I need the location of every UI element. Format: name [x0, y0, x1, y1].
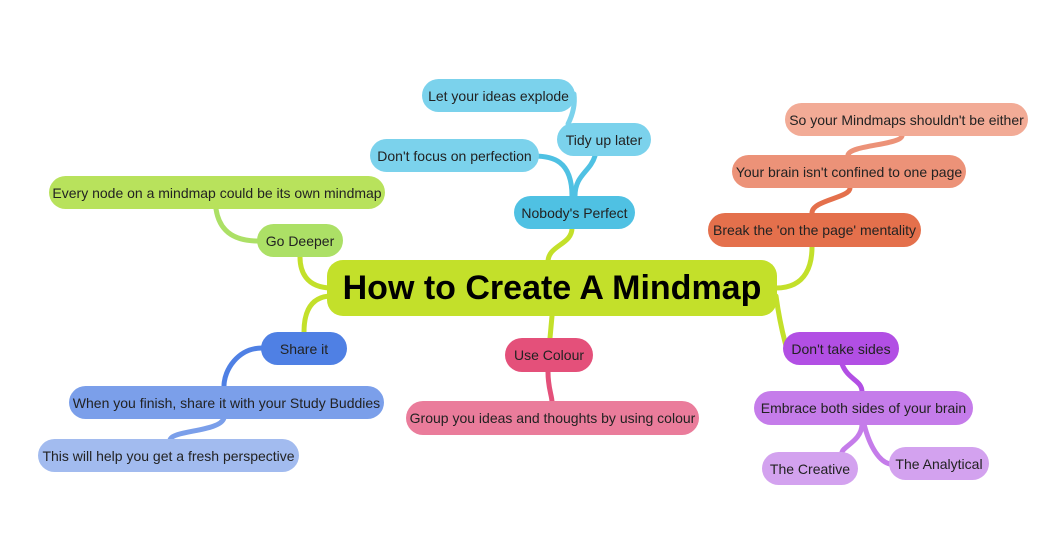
node-dont-focus-on-perfection[interactable]: Don't focus on perfection	[370, 139, 539, 172]
connector-root-use-colour	[547, 313, 555, 341]
connector-break-page-brain-not-confined	[809, 185, 853, 216]
connector-brain-not-confined-mindmaps	[845, 133, 905, 158]
root-node[interactable]: How to Create A Mindmap	[327, 260, 777, 316]
node-label: Don't take sides	[791, 340, 891, 357]
connector-root-go-deeper	[297, 254, 335, 291]
node-label: Use Colour	[513, 347, 585, 363]
node-mindmaps-shouldnt-be[interactable]: So your Mindmaps shouldn't be either	[785, 103, 1028, 136]
node-label: So your Mindmaps shouldn't be either	[789, 111, 1024, 128]
connector-root-dont-take-sides	[773, 293, 789, 349]
node-tidy-up-later[interactable]: Tidy up later	[557, 123, 651, 156]
node-let-your-ideas-explode[interactable]: Let your ideas explode	[422, 79, 575, 112]
connector-dont-take-sides-embrace	[839, 361, 865, 395]
node-label: The Analytical	[895, 455, 983, 472]
node-fresh-perspective[interactable]: This will help you get a fresh perspecti…	[38, 439, 299, 472]
connector-root-share-it	[301, 293, 335, 335]
node-share-it[interactable]: Share it	[261, 332, 347, 365]
node-label: Go Deeper	[265, 232, 335, 249]
node-label: Don't focus on perfection	[377, 147, 532, 164]
node-label: This will help you get a fresh perspecti…	[42, 447, 295, 464]
node-label: Your brain isn't confined to one page	[735, 163, 963, 180]
node-label: Embrace both sides of your brain	[760, 400, 967, 416]
connector-share-it-when-finish	[221, 345, 265, 389]
node-group-ideas[interactable]: Group you ideas and thoughts by using co…	[406, 401, 699, 435]
node-embrace-both-sides[interactable]: Embrace both sides of your brain	[754, 391, 973, 425]
connector-nobodys-perfect-tidy-up	[572, 153, 598, 199]
node-label: When you finish, share it with your Stud…	[72, 394, 381, 411]
connector-nobodys-perfect-dont-focus	[531, 153, 575, 199]
node-the-creative[interactable]: The Creative	[762, 452, 858, 485]
node-when-you-finish[interactable]: When you finish, share it with your Stud…	[69, 386, 384, 419]
node-label: Tidy up later	[565, 131, 643, 148]
node-label: Group you ideas and thoughts by using co…	[409, 410, 696, 426]
node-label: The Creative	[769, 460, 851, 477]
node-every-node[interactable]: Every node on a mindmap could be its own…	[49, 176, 385, 209]
connector-embrace-analytical	[861, 421, 893, 467]
connector-use-colour-group-ideas	[545, 369, 555, 405]
node-dont-take-sides[interactable]: Don't take sides	[783, 332, 899, 365]
node-label: Every node on a mindmap could be its own…	[52, 184, 382, 201]
connector-go-deeper-every-node	[213, 206, 261, 244]
node-label: Share it	[279, 340, 329, 357]
node-go-deeper[interactable]: Go Deeper	[257, 224, 343, 257]
connector-embrace-creative	[839, 421, 865, 455]
node-the-analytical[interactable]: The Analytical	[889, 447, 989, 480]
node-label: Let your ideas explode	[428, 87, 569, 104]
connector-when-finish-fresh-perspective	[167, 415, 227, 443]
node-label: Nobody's Perfect	[521, 204, 628, 221]
connector-root-break-page	[773, 244, 815, 291]
node-break-on-the-page[interactable]: Break the 'on the page' mentality	[708, 213, 921, 247]
node-label: Break the 'on the page' mentality	[712, 222, 917, 238]
node-use-colour[interactable]: Use Colour	[505, 338, 593, 372]
node-brain-not-confined[interactable]: Your brain isn't confined to one page	[732, 155, 966, 188]
root-label: How to Create A Mindmap	[342, 268, 762, 307]
connector-root-nobodys-perfect	[545, 225, 575, 265]
node-nobodys-perfect[interactable]: Nobody's Perfect	[514, 196, 635, 229]
